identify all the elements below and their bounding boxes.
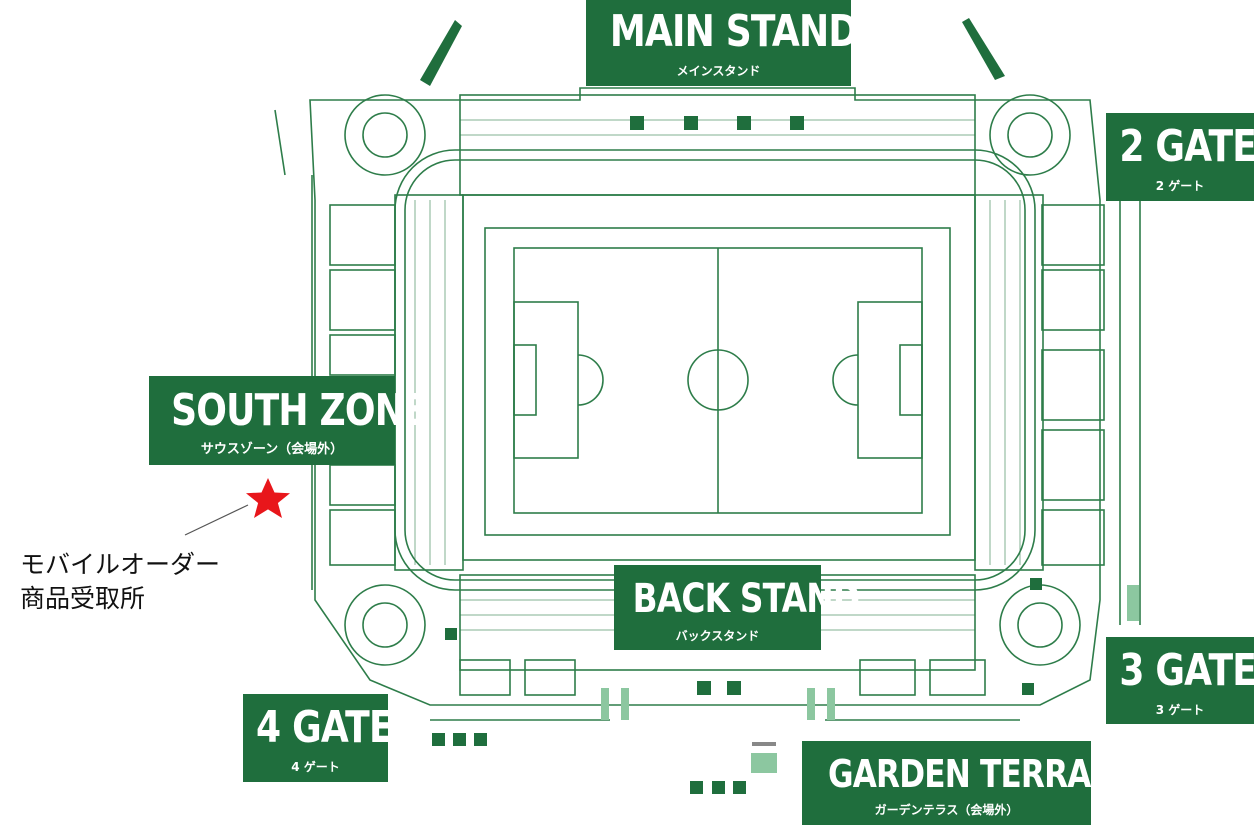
pitch-surround: [462, 194, 976, 561]
tower-ne: [989, 94, 1071, 176]
tower-se: [999, 584, 1081, 666]
gate-2-title: 2 GATE: [1119, 121, 1257, 172]
terrace-marker: [751, 753, 777, 773]
gate-2-subtitle: 2 ゲート: [1155, 179, 1205, 193]
south-zone-title: SOUTH ZONE: [171, 385, 429, 436]
south-zone-label: SOUTH ZONE サウスゾーン（会場外）: [149, 376, 429, 465]
back-stand-subtitle: バックスタンド: [675, 629, 760, 643]
garden-terrace-subtitle: ガーデンテラス（会場外）: [874, 803, 1019, 817]
main-stand-seats: [459, 94, 976, 196]
main-stand-subtitle: メインスタンド: [676, 64, 761, 78]
back-stand-label: BACK STAND バックスタンド: [614, 565, 860, 650]
gate-4-title: 4 GATE: [256, 702, 394, 753]
gate-3-subtitle: 3 ゲート: [1155, 703, 1205, 717]
main-stand-title: MAIN STAND: [609, 6, 858, 57]
north-stand-seats: [974, 194, 1044, 571]
garden-terrace-label: GARDEN TERRACE ガーデンテラス（会場外）: [802, 741, 1134, 825]
tower-nw: [344, 94, 426, 176]
south-zone-subtitle: サウスゾーン（会場外）: [200, 442, 344, 457]
gate-3-title: 3 GATE: [1119, 645, 1257, 696]
gate-4-subtitle: 4 ゲート: [291, 760, 340, 774]
garden-terrace-title: GARDEN TERRACE: [828, 752, 1134, 796]
pickup-label-line1: モバイルオーダー: [20, 550, 221, 579]
tower-sw: [344, 584, 426, 666]
pickup-label-line2: 商品受取所: [20, 584, 146, 613]
main-stand-label: MAIN STAND メインスタンド: [586, 0, 858, 86]
seating-bowl: [394, 149, 1036, 591]
gate-4-label: 4 GATE 4 ゲート: [243, 694, 394, 782]
red-star-icon[interactable]: [246, 478, 290, 518]
gate-2-label: 2 GATE 2 ゲート: [1106, 113, 1257, 201]
mobile-order-pickup-label: モバイルオーダー 商品受取所: [20, 548, 220, 616]
pickup-pointer-line: [184, 504, 249, 536]
stadium-outline: [309, 87, 1101, 706]
gate-3-label: 3 GATE 3 ゲート: [1106, 637, 1257, 724]
back-stand-title: BACK STAND: [632, 576, 860, 622]
